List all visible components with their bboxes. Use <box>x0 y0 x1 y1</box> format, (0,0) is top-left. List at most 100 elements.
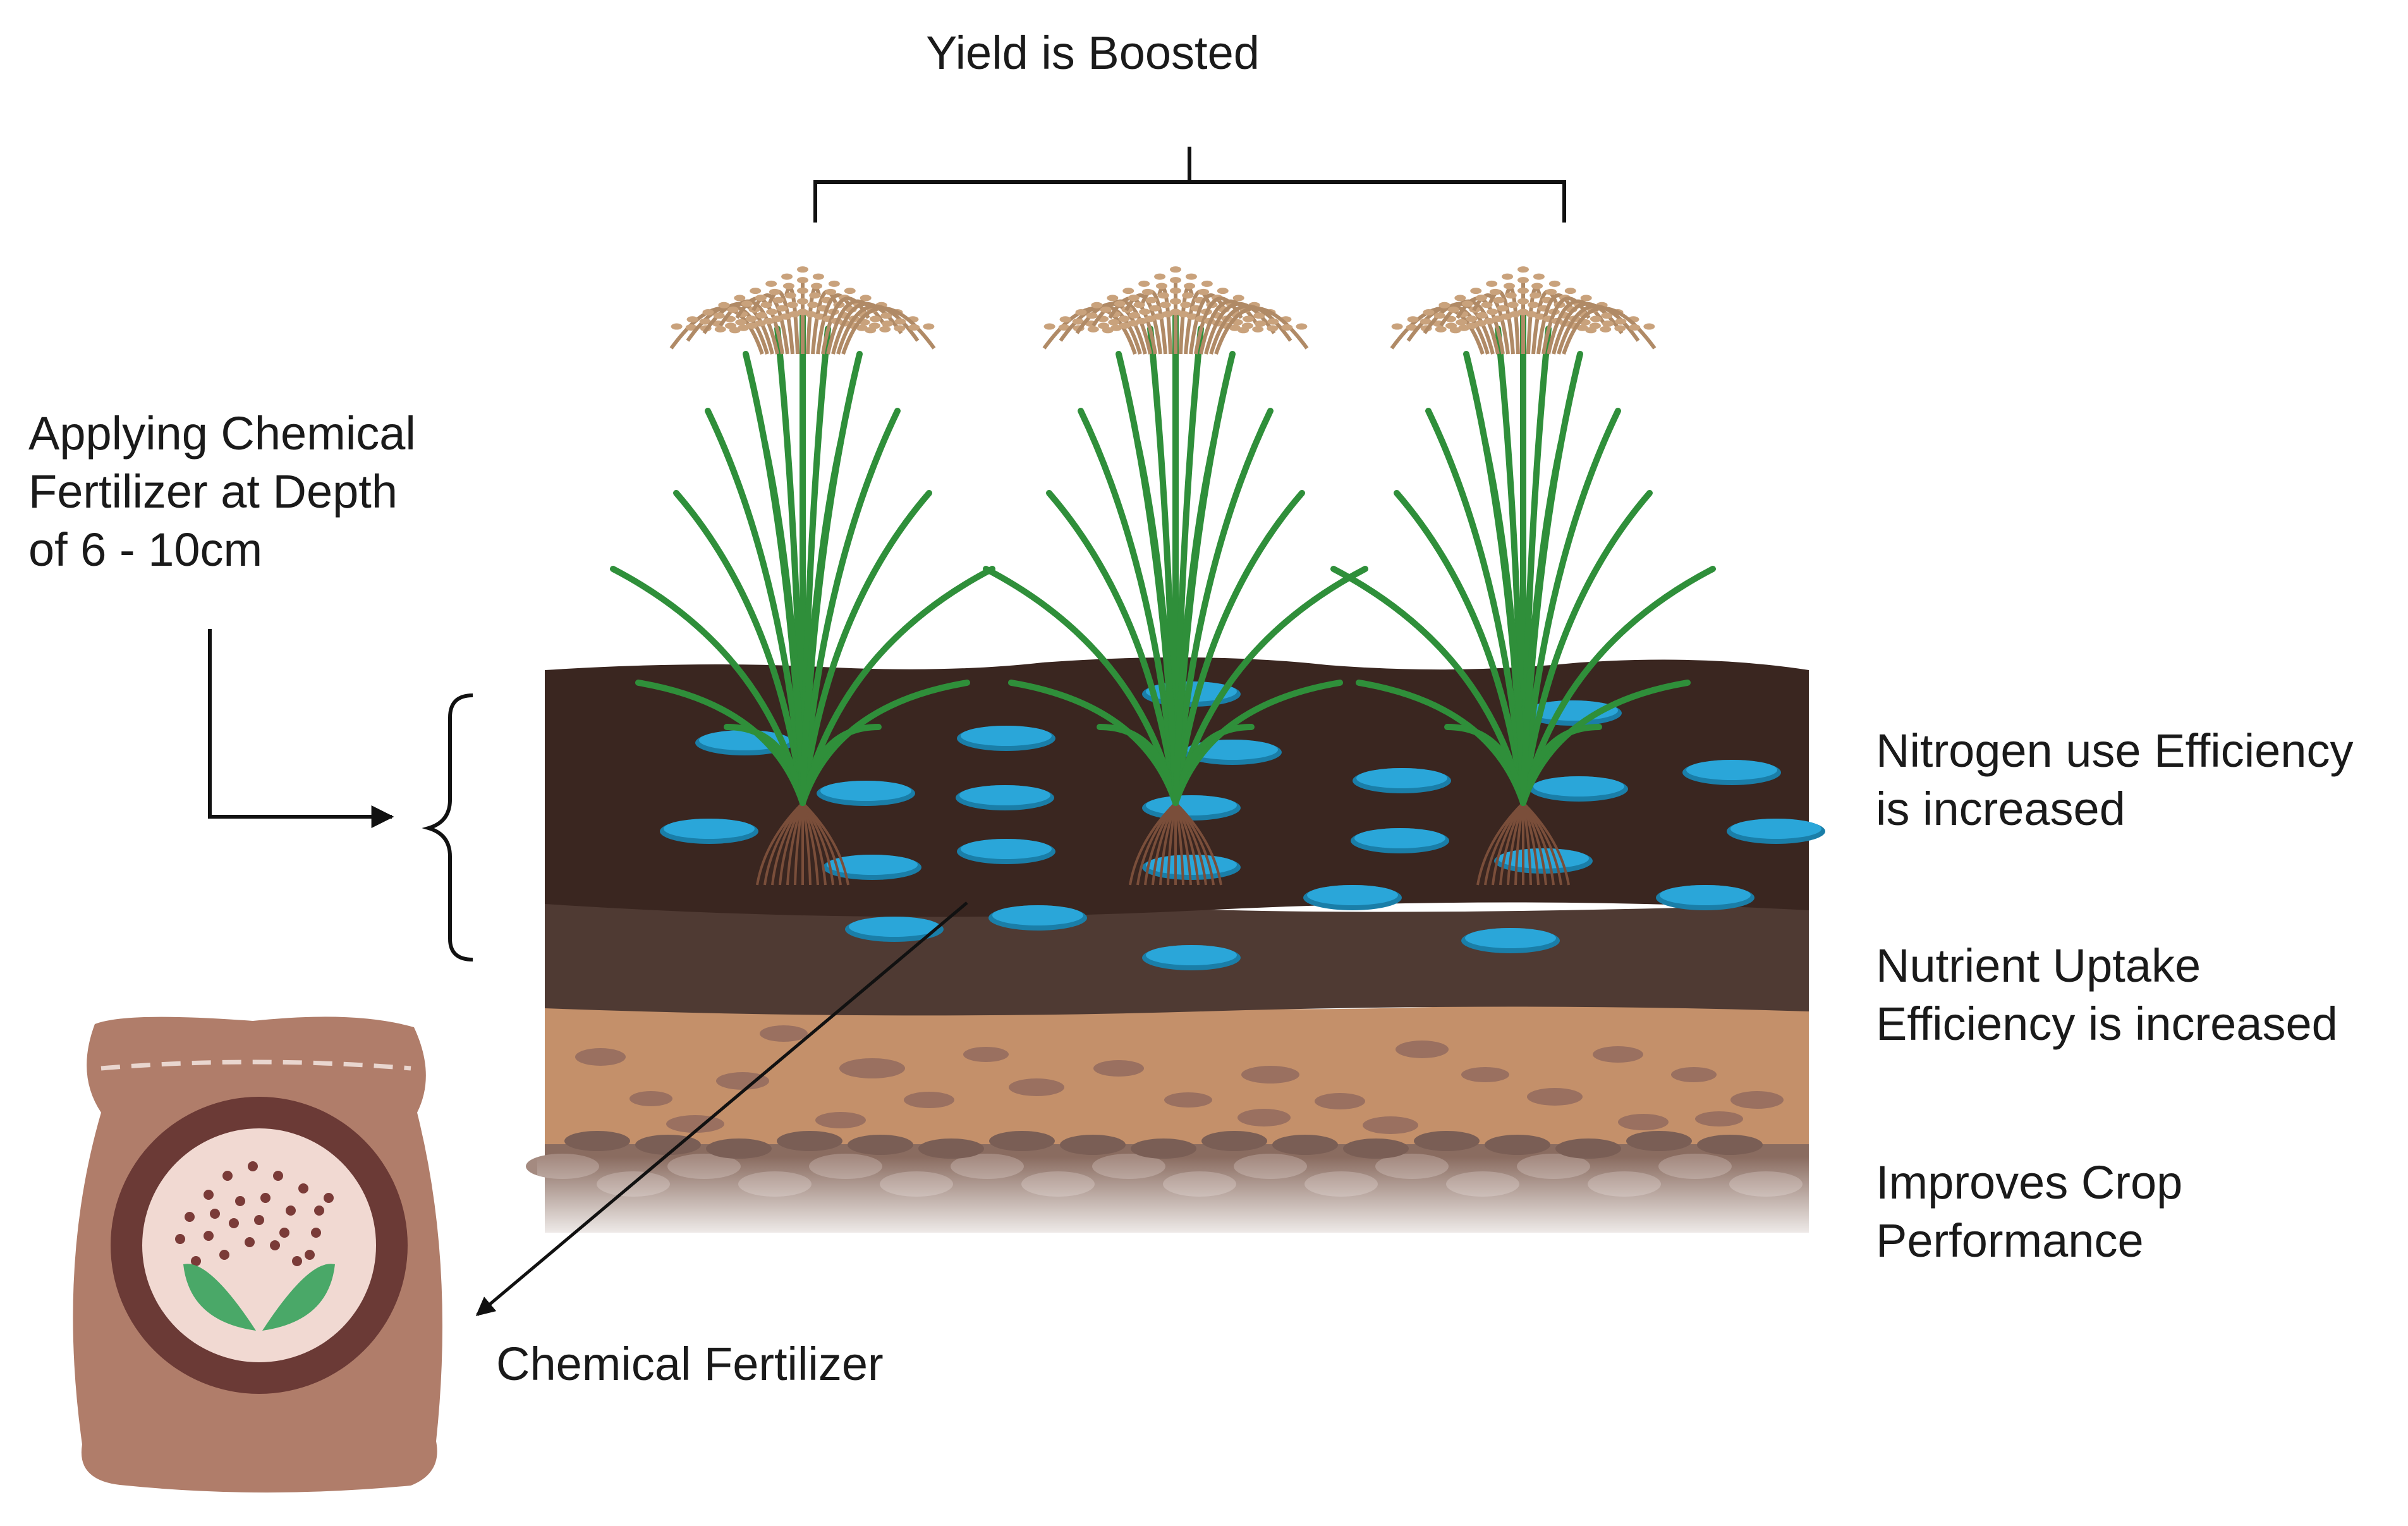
grain <box>713 312 725 319</box>
pebble <box>839 1058 905 1078</box>
granule-dot <box>298 1183 308 1193</box>
leaf <box>1520 680 1691 806</box>
grain <box>1420 318 1432 325</box>
leaf <box>673 490 806 806</box>
root <box>1174 802 1222 886</box>
grain <box>760 302 772 308</box>
panicle <box>735 296 784 355</box>
grain <box>1059 316 1071 323</box>
granule-dot <box>324 1193 334 1203</box>
grain <box>699 318 711 325</box>
granule-dot <box>311 1228 321 1238</box>
pebble <box>1363 1116 1418 1134</box>
leaf <box>800 490 932 806</box>
stone <box>848 1135 913 1155</box>
grain <box>686 316 698 323</box>
grain <box>755 312 767 319</box>
nutrient-label-line: Nutrient Uptake <box>1876 939 2201 992</box>
grain <box>809 292 821 299</box>
grain <box>1144 315 1156 322</box>
root <box>1522 802 1570 886</box>
applying-arrow <box>208 629 394 828</box>
bag-label <box>142 1128 376 1362</box>
panicle <box>1199 299 1260 355</box>
grain <box>1072 318 1084 325</box>
grain <box>1149 305 1161 312</box>
leaf <box>800 680 970 806</box>
pebble <box>1730 1091 1784 1109</box>
grain <box>685 324 697 331</box>
leaf <box>1394 490 1526 806</box>
granule-dot <box>204 1190 214 1200</box>
granule-dot <box>229 1218 239 1228</box>
grain <box>1517 298 1529 305</box>
grain <box>856 324 868 331</box>
grain <box>1503 283 1515 290</box>
pebble <box>1093 1060 1144 1077</box>
panicle <box>1552 302 1624 355</box>
stone <box>1060 1135 1126 1155</box>
stone <box>1697 1135 1763 1155</box>
stone <box>918 1138 984 1159</box>
grain <box>766 308 778 315</box>
grain <box>745 315 757 322</box>
granule-dot <box>292 1256 302 1266</box>
grain <box>1180 302 1192 308</box>
grain <box>1178 311 1190 318</box>
granule-dot <box>219 1250 229 1260</box>
granule-dot <box>279 1228 289 1238</box>
yield-bracket <box>813 147 1566 223</box>
stone <box>1131 1138 1196 1159</box>
grain <box>1128 295 1140 302</box>
panicle <box>1541 296 1591 355</box>
grain <box>1502 273 1514 280</box>
bag-stitch <box>100 1059 411 1071</box>
grain <box>1505 292 1517 299</box>
fertilizer-granules <box>660 681 1825 970</box>
grain <box>1108 319 1120 326</box>
root <box>786 802 804 886</box>
grain <box>1614 325 1626 332</box>
grain <box>1580 295 1592 302</box>
pebble <box>1593 1046 1643 1063</box>
fertilizer-granule-top <box>1465 928 1556 948</box>
grain <box>1475 320 1487 327</box>
granule-dot <box>260 1193 271 1203</box>
nutrient-label-line: Efficiency is increased <box>1876 998 2338 1050</box>
fertilizer-granule-top <box>1730 819 1821 839</box>
leaf <box>635 680 806 806</box>
root <box>1514 802 1524 886</box>
rice-plant-icon <box>983 266 1368 886</box>
grain <box>671 323 683 330</box>
grain <box>1483 317 1495 324</box>
grain <box>860 295 872 302</box>
grain <box>1170 298 1181 305</box>
panicle <box>1214 306 1309 355</box>
grain <box>1576 324 1588 331</box>
fertilizer-granule-top <box>1356 768 1447 788</box>
grain <box>718 302 730 308</box>
grain <box>1545 288 1557 295</box>
fertilizer-granule-top <box>664 819 755 839</box>
grain <box>1128 312 1140 319</box>
fertilizer-granule-top <box>820 781 911 801</box>
granule-dot <box>175 1234 185 1244</box>
grain <box>1267 318 1279 325</box>
grain <box>880 312 892 319</box>
grain <box>1145 296 1157 303</box>
fertilizer-granule-top <box>961 839 1052 859</box>
grain <box>734 295 746 302</box>
grain <box>1481 302 1493 308</box>
grain <box>1600 326 1612 333</box>
fertilizer-label: Chemical Fertilizer <box>496 1338 884 1390</box>
bag-granules <box>175 1161 334 1266</box>
grain <box>738 324 750 331</box>
grain <box>797 277 808 284</box>
grain <box>1493 296 1505 303</box>
granule-dot <box>248 1161 258 1171</box>
grain <box>1497 305 1509 312</box>
grain <box>894 325 906 332</box>
leaf <box>1356 680 1526 806</box>
leaf <box>1172 408 1274 806</box>
grain <box>1447 306 1459 313</box>
